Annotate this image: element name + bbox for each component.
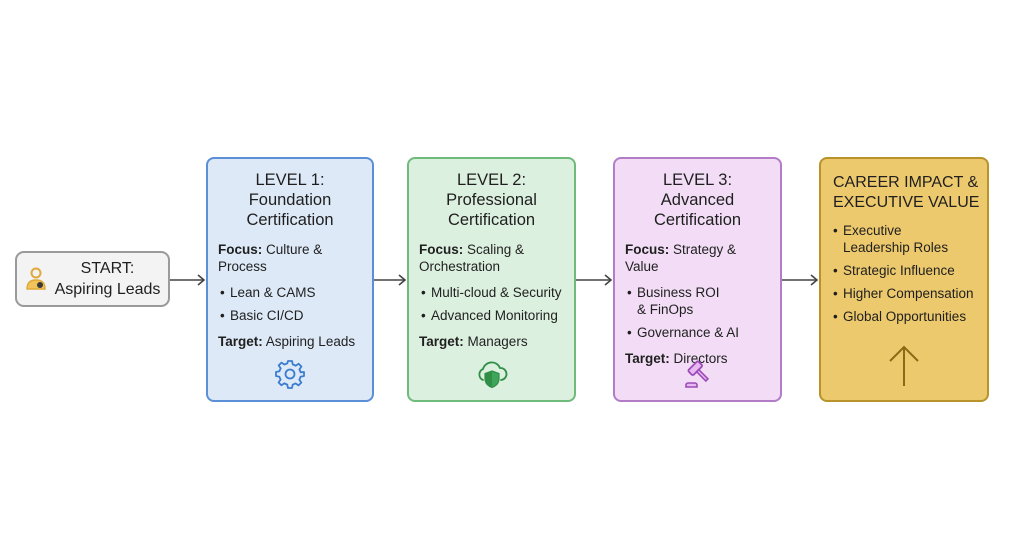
topic-item: Advanced Monitoring <box>419 307 564 324</box>
title-line: Professional <box>446 191 537 209</box>
arrow-up-icon <box>889 345 919 386</box>
start-label-line2: Aspiring Leads <box>54 281 161 298</box>
level-1-focus: Focus: Culture & Process <box>208 241 372 275</box>
level-1-topics: Lean & CAMS Basic CI/CD <box>208 284 372 324</box>
target-value: Aspiring Leads <box>265 334 356 349</box>
target-value: Managers <box>467 334 528 349</box>
level-3-card: LEVEL 3: Advanced Certification Focus: S… <box>613 157 782 402</box>
cloud-shield-icon <box>478 361 507 389</box>
benefit-item: Higher Compensation <box>831 285 977 302</box>
target-label: Target: <box>218 334 263 349</box>
benefit-item: Global Opportunities <box>831 308 977 325</box>
topic-item: Basic CI/CD <box>218 307 362 324</box>
focus-value: Culture & Process <box>218 242 323 274</box>
level-1-title: LEVEL 1: Foundation Certification <box>208 170 372 230</box>
title-line: EXECUTIVE VALUE <box>833 194 980 211</box>
level-2-title: LEVEL 2: Professional Certification <box>409 170 574 230</box>
topic-item: Lean & CAMS <box>218 284 362 301</box>
level-1-target: Target: Aspiring Leads <box>208 333 372 350</box>
career-impact-title: CAREER IMPACT & EXECUTIVE VALUE <box>821 173 987 213</box>
arrow-connector <box>374 273 407 287</box>
focus-label: Focus: <box>419 242 464 257</box>
focus-value: Scaling & Orchestration <box>419 242 525 274</box>
title-line: LEVEL 2: <box>456 171 527 189</box>
title-line: Advanced <box>660 191 735 209</box>
arrow-connector <box>170 273 206 287</box>
topic-item: Governance & AI <box>625 324 770 341</box>
benefit-item: Executive Leadership Roles <box>831 222 977 256</box>
level-2-target: Target: Managers <box>409 333 574 350</box>
career-impact-benefits: Executive Leadership Roles Strategic Inf… <box>821 222 987 325</box>
focus-label: Focus: <box>625 242 670 257</box>
arrow-connector <box>576 273 613 287</box>
target-value: Directors <box>673 351 728 366</box>
arrow-connector <box>782 273 819 287</box>
title-line: Certification <box>653 211 742 229</box>
level-1-card: LEVEL 1: Foundation Certification Focus:… <box>206 157 374 402</box>
level-2-card: LEVEL 2: Professional Certification Focu… <box>407 157 576 402</box>
level-3-focus: Focus: Strategy & Value <box>615 241 780 275</box>
start-label-line1: START: <box>80 260 135 277</box>
person-icon <box>25 267 46 290</box>
title-line: Certification <box>246 211 334 229</box>
title-line: Certification <box>447 211 536 229</box>
title-line: LEVEL 3: <box>662 171 733 189</box>
gear-icon <box>275 360 305 389</box>
focus-label: Focus: <box>218 242 263 257</box>
start-node: START: Aspiring Leads <box>15 251 170 307</box>
level-3-topics: Business ROI & FinOps Governance & AI <box>615 284 780 341</box>
title-line: CAREER IMPACT & <box>833 174 979 191</box>
title-line: Foundation <box>248 191 332 209</box>
career-impact-card: CAREER IMPACT & EXECUTIVE VALUE Executiv… <box>819 157 989 402</box>
start-label: START: Aspiring Leads <box>55 258 161 300</box>
target-label: Target: <box>625 351 670 366</box>
benefit-item: Strategic Influence <box>831 262 977 279</box>
level-2-topics: Multi-cloud & Security Advanced Monitori… <box>409 284 574 324</box>
focus-value: Strategy & Value <box>625 242 737 274</box>
topic-item: Business ROI & FinOps <box>625 284 770 318</box>
target-label: Target: <box>419 334 464 349</box>
topic-item: Multi-cloud & Security <box>419 284 564 301</box>
title-line: LEVEL 1: <box>255 171 325 189</box>
level-3-target: Target: Directors <box>615 350 780 367</box>
level-3-title: LEVEL 3: Advanced Certification <box>615 170 780 230</box>
gavel-icon <box>684 360 709 388</box>
level-2-focus: Focus: Scaling & Orchestration <box>409 241 574 275</box>
